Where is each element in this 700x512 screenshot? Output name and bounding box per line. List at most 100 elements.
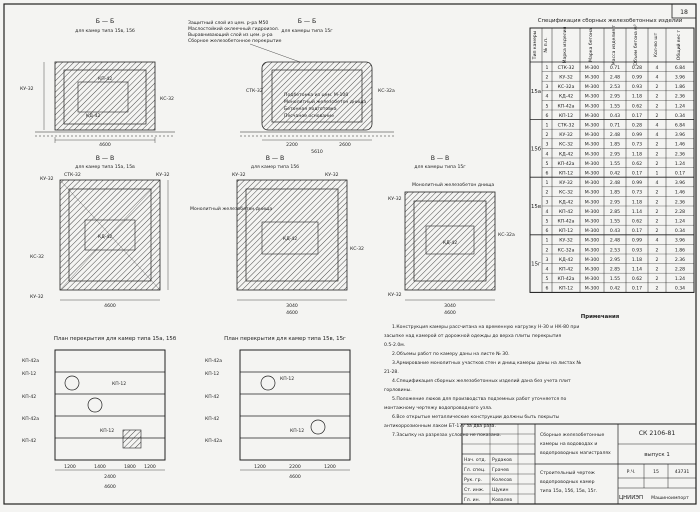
label-ku32: КУ-32 [232,172,246,178]
spec-cell: КД-42 [559,199,573,205]
spec-cell: 3 [546,257,549,263]
spec-cell: КУ-32 [559,180,573,186]
dim-text: 1800 [124,464,136,470]
spec-cell: М-300 [585,286,599,292]
spec-cell: М-300 [585,228,599,234]
spec-cell: 3 [546,142,549,148]
label-kc32a: КС-32а [498,232,515,238]
spec-cell: 0.42 [610,171,620,177]
spec-cell: 2.28 [675,209,685,215]
spec-cell: 3 [546,84,549,90]
spec-cell: 2.53 [610,247,620,253]
notes-title: Примечания [581,314,620,320]
spec-table: Спецификация сборных железобетонных изде… [529,17,695,293]
spec-cell: 2.53 [610,84,620,90]
spec-cell: 6 [546,171,549,177]
spec-cell: 2.48 [610,75,620,81]
stamp-title2-a: Строительный чертеж [540,469,595,476]
spec-cell: М-300 [585,84,599,90]
spec-cell: 4 [546,151,549,157]
sheet-number-box [671,3,697,19]
spec-cell: М-300 [585,219,599,225]
stamp-person: Рудаков [492,457,512,463]
section-vv-3: В — В для камеры типа 15г Монолитный жел… [388,155,515,316]
spec-cell: 2 [656,103,659,109]
spec-cell: 2.95 [610,257,620,263]
spec-cell: 2.85 [610,209,620,215]
spec-cell: 2 [656,276,659,282]
hatch-opening-icon [64,375,80,391]
spec-cell: М-300 [585,238,599,244]
stamp-role: Гл. ин. [464,497,480,503]
spec-cell: КУ-32 [559,238,573,244]
dim-text: 4600 [444,310,456,316]
spec-type: 15в [531,204,541,210]
label-mono: Монолитный железобетон днища [190,205,272,212]
label-ku32: КУ-32 [388,292,402,298]
spec-cell: М-300 [585,257,599,263]
plan-title: План перекрытия для камер типа 15а, 15б [54,336,177,342]
outer-frame [3,3,697,505]
legend-top: Защитный слой из цем. р-ра М50 Маслостой… [188,19,301,63]
spec-cell: КП-12 [559,228,573,234]
section-bb-2: Б — Б для камеры типа 15г Защитный слой … [188,18,395,155]
note-line: монтажному чертежу водопроводного узла. [384,406,492,411]
spec-cell: 1.24 [675,103,685,109]
spec-title: Спецификация сборных железобетонных изде… [538,17,683,24]
spec-cell: КП-42 [559,267,573,273]
spec-cell: 2.36 [675,199,685,205]
spec-cell: 1.18 [632,94,642,100]
spec-cell: 0.17 [632,113,642,119]
spec-cell: М-300 [585,190,599,196]
spec-header: Марка бетона [588,28,594,62]
spec-cell: 2 [656,190,659,196]
label-ku32: КУ-32 [20,86,34,92]
spec-cell: 0.73 [632,142,642,148]
spec-cell: 4 [656,132,659,138]
spec-cell: КП-42а [557,276,574,282]
label-kp12: КП-12 [205,371,219,377]
spec-cell: КС-32 [559,190,573,196]
label-kp42a: КП-42а [22,358,39,364]
spec-cell: 2 [656,219,659,225]
spec-cell: КД-42 [559,257,573,263]
spec-cell: 1.18 [632,199,642,205]
spec-header: № п.п. [543,37,549,52]
note-line: засыпке над камерой от дорожной одежды д… [384,332,561,339]
note-line: 4.Спецификация сборных железобетонных из… [392,377,571,384]
spec-cell: М-300 [585,209,599,215]
label-kc32: КС-32 [350,246,364,252]
dim-text: 4600 [99,142,111,148]
stamp-role: Ст. инж. [464,487,484,493]
spec-type: 15б [531,146,542,152]
notes-lines: 1.Конструкция камеры рассчитана на време… [384,324,581,438]
dim-text: 1200 [144,464,156,470]
spec-cell: 1.86 [675,247,685,253]
label-kp42: КП-42 [98,76,112,82]
spec-cell: 5 [546,103,549,109]
spec-cell: 4 [546,267,549,273]
spec-cell: 1 [656,171,659,177]
spec-cell: КС-32 [559,142,573,148]
label-kp42: КП-42 [22,438,36,444]
spec-cell: 0.34 [675,286,685,292]
stamp-sheets: 43731 [675,469,690,475]
spec-cell: 1.55 [610,276,620,282]
spec-cell: 2 [656,94,659,100]
spec-cell: 0.43 [610,228,620,234]
spec-cell: 0.28 [632,65,642,71]
spec-cell: 1.55 [610,161,620,167]
spec-cell: КП-42 [559,209,573,215]
spec-cell: 6 [546,113,549,119]
label-ku32: КУ-32 [388,196,402,202]
spec-cell: 2.95 [610,199,620,205]
label-ku32: КУ-32 [325,172,339,178]
spec-cell: 1 [546,123,549,129]
note-line: 0.5-2.0м. [384,342,405,348]
label-kp42: КП-42 [22,394,36,400]
spec-cell: 6.84 [675,65,685,71]
note-line: 5.Положение люков для производства подзе… [392,396,567,402]
spec-cell: СТК-32 [558,123,575,129]
stamp-stage: Р.Ч. [627,469,636,475]
label-kp12: КП-12 [290,428,304,434]
